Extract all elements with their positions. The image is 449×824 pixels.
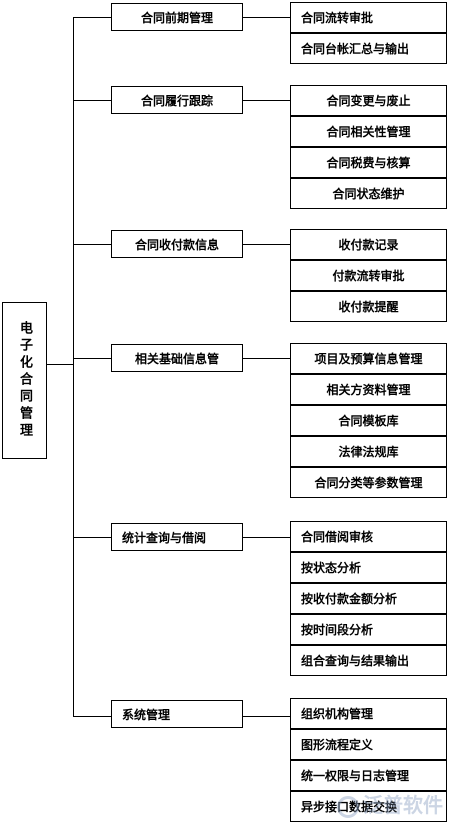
leaf-label: 合同台帐汇总与输出 bbox=[301, 42, 410, 56]
leaf-label: 项目及预算信息管理 bbox=[314, 352, 423, 366]
leaf-label: 法律法规库 bbox=[338, 445, 399, 459]
leaf-label: 合同相关性管理 bbox=[326, 125, 411, 139]
leaf-node: 合同状态维护 bbox=[290, 178, 447, 209]
watermark-text: 泛普软件 bbox=[363, 793, 443, 817]
leaf-node: 合同台帐汇总与输出 bbox=[290, 33, 447, 64]
leaf-label: 按收付款金额分析 bbox=[301, 592, 398, 606]
category-label: 合同收付款信息 bbox=[134, 237, 219, 252]
leaf-node: 法律法规库 bbox=[290, 436, 447, 467]
cat-connector bbox=[73, 17, 111, 18]
leaf-node: 合同相关性管理 bbox=[290, 116, 447, 147]
category-node: 相关基础信息管 bbox=[111, 344, 243, 372]
leaf-connector bbox=[243, 358, 290, 359]
watermark-logo-icon bbox=[337, 795, 359, 818]
leaf-node: 合同税费与核算 bbox=[290, 147, 447, 178]
leaf-connector bbox=[243, 17, 290, 18]
leaf-connector bbox=[243, 537, 290, 538]
leaf-label: 组合查询与结果输出 bbox=[301, 654, 410, 668]
leaf-node: 按状态分析 bbox=[290, 552, 447, 583]
leaf-connector bbox=[243, 244, 290, 245]
leaf-connector bbox=[243, 100, 290, 101]
leaf-label: 收付款提醒 bbox=[338, 300, 399, 314]
leaf-label: 合同流转审批 bbox=[301, 11, 374, 25]
leaf-node: 合同模板库 bbox=[290, 405, 447, 436]
leaf-label: 相关方资料管理 bbox=[326, 383, 411, 397]
leaf-node: 按时间段分析 bbox=[290, 614, 447, 645]
leaf-label: 合同借阅审核 bbox=[301, 530, 374, 544]
cat-connector bbox=[73, 244, 111, 245]
category-node: 合同履行跟踪 bbox=[111, 86, 243, 114]
cat-connector bbox=[73, 358, 111, 359]
category-label: 系统管理 bbox=[122, 707, 171, 722]
leaf-node: 付款流转审批 bbox=[290, 260, 447, 291]
root-connector bbox=[47, 364, 73, 365]
leaf-label: 按时间段分析 bbox=[301, 623, 374, 637]
leaf-label: 合同状态维护 bbox=[332, 187, 405, 201]
leaf-label: 按状态分析 bbox=[301, 561, 362, 575]
leaf-node: 合同分类等参数管理 bbox=[290, 467, 447, 498]
leaf-node: 合同流转审批 bbox=[290, 2, 447, 33]
leaf-node: 组合查询与结果输出 bbox=[290, 645, 447, 676]
root-node: 电子化合同管理 bbox=[2, 302, 47, 459]
category-node: 合同前期管理 bbox=[111, 3, 243, 31]
cat-connector bbox=[73, 537, 111, 538]
leaf-label: 图形流程定义 bbox=[301, 738, 374, 752]
category-node: 统计查询与借阅 bbox=[111, 523, 243, 551]
leaf-node: 合同变更与废止 bbox=[290, 85, 447, 116]
category-node: 系统管理 bbox=[111, 700, 243, 728]
leaf-label: 合同模板库 bbox=[338, 414, 399, 428]
category-label: 合同履行跟踪 bbox=[140, 93, 213, 108]
cat-connector bbox=[73, 716, 111, 717]
category-label: 合同前期管理 bbox=[140, 10, 213, 25]
leaf-node: 相关方资料管理 bbox=[290, 374, 447, 405]
leaf-node: 项目及预算信息管理 bbox=[290, 343, 447, 374]
leaf-node: 组织机构管理 bbox=[290, 698, 447, 729]
watermark: 泛普软件 bbox=[337, 789, 443, 818]
leaf-node: 合同借阅审核 bbox=[290, 521, 447, 552]
leaf-node: 收付款记录 bbox=[290, 229, 447, 260]
leaf-label: 付款流转审批 bbox=[332, 269, 405, 283]
leaf-label: 合同变更与废止 bbox=[326, 94, 411, 108]
leaf-connector bbox=[243, 716, 290, 717]
leaf-node: 收付款提醒 bbox=[290, 291, 447, 322]
leaf-node: 统一权限与日志管理 bbox=[290, 760, 447, 791]
leaf-node: 按收付款金额分析 bbox=[290, 583, 447, 614]
leaf-label: 统一权限与日志管理 bbox=[301, 769, 410, 783]
main-spine bbox=[73, 17, 74, 717]
root-label: 电子化合同管理 bbox=[17, 321, 32, 440]
leaf-node: 图形流程定义 bbox=[290, 729, 447, 760]
category-label: 相关基础信息管 bbox=[134, 351, 219, 366]
leaf-label: 合同税费与核算 bbox=[326, 156, 411, 170]
cat-connector bbox=[73, 100, 111, 101]
category-node: 合同收付款信息 bbox=[111, 230, 243, 258]
leaf-label: 收付款记录 bbox=[338, 238, 399, 252]
leaf-label: 合同分类等参数管理 bbox=[314, 476, 423, 490]
leaf-label: 组织机构管理 bbox=[301, 707, 374, 721]
category-label: 统计查询与借阅 bbox=[122, 530, 207, 545]
